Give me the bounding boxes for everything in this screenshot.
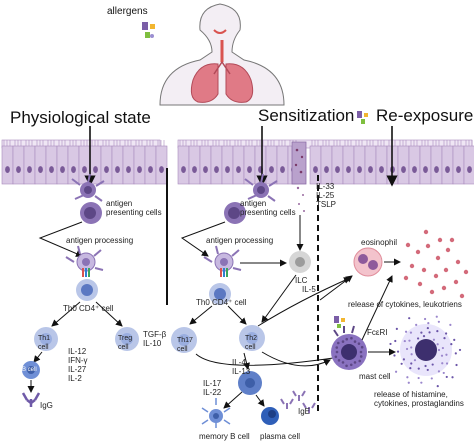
th2-label: Th2 cell (245, 335, 258, 351)
igg-label: IgG (40, 401, 53, 410)
th0-cell-right (209, 283, 231, 305)
th1-label: Th1 cell (38, 335, 51, 351)
igg-antibody-icon (21, 392, 41, 407)
th17-cytokines: IL-17 IL-22 (203, 379, 222, 397)
th17-label: Th17 cell (177, 337, 193, 353)
allergens-label: allergens (107, 6, 148, 17)
processing-label-left: antigen processing (66, 236, 134, 245)
arrow-b-to-memory (223, 391, 243, 409)
physiological-state-heading: Physiological state (10, 108, 151, 127)
arrow-th17-to-mast (195, 353, 341, 366)
ige-antibodies-icon (280, 390, 316, 413)
eosinophil-label: eosinophil (361, 238, 398, 247)
b-cell-right (238, 371, 262, 395)
arrow-ilc-to-th2 (261, 274, 297, 323)
th0-label-left: Th0 CD4⁺ cell (63, 304, 114, 313)
apc-processing-right (203, 245, 242, 277)
apc-label-right: antigen presenting cells (240, 199, 296, 217)
ilc-label: ILC (295, 276, 308, 285)
arrow-th2-to-b (243, 352, 250, 370)
apc-right (224, 202, 246, 224)
th2-cell (239, 325, 265, 351)
mast-cell (331, 325, 367, 370)
b-cell-label-left: B cell (22, 367, 37, 373)
th0-label-right: Th0 CD4⁺ cell (196, 298, 247, 307)
damaged-epithelial-cell (291, 141, 307, 212)
dendritic-cell-left (71, 173, 105, 202)
arrow-th1-to-b (33, 351, 43, 363)
reexposure-heading: Re-exposure (376, 106, 474, 125)
eosinophil-cell (353, 247, 383, 277)
arrow-to-th1 (51, 301, 81, 327)
fceri-allergen-icon (334, 316, 345, 328)
ilc-cell (289, 251, 311, 273)
processing-label-right: antigen processing (206, 236, 274, 245)
arrow-th2-to-eos (257, 277, 351, 327)
dendritic-cell-right (244, 173, 278, 202)
arrow-to-treg (95, 301, 123, 327)
sensitization-heading: Sensitization (258, 106, 355, 125)
arrow-to-th17 (189, 305, 213, 325)
degranulating-mast-cell (389, 315, 462, 388)
th1-cytokines: IL-12 IFN-γ IL-27 IL-2 (68, 347, 88, 383)
apc-processing-left (65, 245, 104, 277)
reexposure-allergen-icon (357, 111, 368, 124)
treg-cytokines: TGF-β IL-10 (143, 330, 167, 348)
right-lung-icon (225, 63, 254, 103)
arrow-mast-to-eos (361, 275, 393, 341)
memory-b-cell-label: memory B cell (199, 432, 250, 441)
ige-label: IgE (298, 407, 311, 416)
mast-release-label: release of histamine, cytokines, prostag… (374, 390, 464, 408)
eosinophil-granules (403, 229, 469, 299)
th1-cell (34, 327, 58, 351)
apc-left (80, 202, 102, 224)
b-cell-left (22, 361, 40, 379)
processing-arrow-left (38, 221, 83, 257)
plasma-cell-label: plasma cell (260, 432, 301, 441)
th0-cell-left (76, 279, 98, 301)
memory-b-cell (201, 398, 231, 428)
alarmins-label: IL-33 IL-25 TSLP (316, 182, 337, 209)
epithelium-right (177, 139, 474, 185)
th2-cytokines: IL-4 IL-13 (232, 358, 251, 376)
eos-release-label: release of cytokines, leukotriens (348, 300, 462, 309)
plasma-cell (261, 407, 279, 425)
apc-label-left: antigen presenting cells (106, 199, 162, 217)
epithelium-left (1, 139, 168, 185)
il5-label: IL-5 (302, 285, 316, 294)
arrow-to-th2 (227, 305, 247, 325)
th17-cell (171, 327, 197, 353)
allergen-particles-icon (142, 22, 155, 38)
processing-arrow-right (180, 221, 226, 257)
human-torso-illustration (159, 3, 285, 106)
treg-label: Treg cell (118, 335, 133, 351)
treg-cell (115, 327, 139, 351)
mast-cell-label: mast cell (359, 372, 391, 381)
left-lung-icon (190, 63, 219, 103)
arrow-th2-to-mast (261, 351, 331, 367)
fceri-label: FcεRI (367, 328, 388, 337)
arrow-b-to-plasma (255, 394, 265, 407)
